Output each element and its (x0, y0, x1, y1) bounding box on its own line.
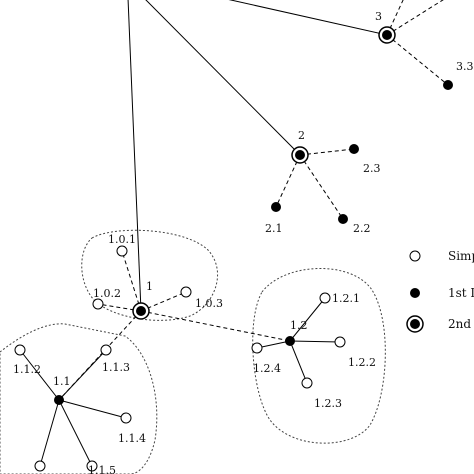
simple-node-n1-1-5 (86, 460, 98, 472)
node-label-n1-1-2: 1.1.2 (13, 363, 41, 376)
node-label-n2-3: 2.3 (363, 162, 381, 175)
edge-n2-n2_3 (299, 148, 355, 156)
legend-second-level-marker (406, 315, 424, 333)
simple-node-n1-2-1 (319, 292, 331, 304)
node-label-n3: 3 (375, 10, 382, 23)
legend-second-level-marker-inner (410, 319, 420, 329)
node-label-n1-2-1: 1.2.1 (332, 292, 360, 305)
first-level-node-n2-2 (338, 214, 348, 224)
legend-first-level-marker (410, 288, 420, 298)
legend-second-level-label: 2nd L (448, 317, 474, 331)
node-label-n1-2-4: 1.2.4 (253, 362, 281, 375)
node-label-n1-2-2: 1.2.2 (348, 356, 376, 369)
first-level-node-n1-1 (54, 395, 64, 405)
edge-n1-n1_0_1 (121, 250, 142, 312)
node-label-n2: 2 (298, 129, 305, 142)
node-label-n1-1-3: 1.1.3 (102, 361, 130, 374)
edge-n1_1-n1_1_x (39, 399, 60, 467)
second-level-node-n1-inner (136, 306, 146, 316)
node-label-n1-0-3: 1.0.3 (195, 297, 223, 310)
edge-top1-n1 (127, 0, 142, 312)
simple-node-n1-0-3 (180, 286, 192, 298)
edge-n1_1-n1_1_3 (58, 349, 107, 401)
legend: Simp 1st L 2nd L (406, 249, 474, 333)
nodes (14, 26, 453, 472)
first-level-node-n3-3 (443, 80, 453, 90)
edge-n1-n1_2 (140, 310, 291, 342)
edge-n1_1-n1_1_5 (58, 399, 93, 467)
node-label-n2-2: 2.2 (353, 222, 371, 235)
second-level-node-n2-inner (295, 150, 305, 160)
edge-n3-n3_3 (386, 34, 449, 86)
edges (19, 0, 449, 467)
simple-node-n1-0-1 (116, 245, 128, 257)
legend-first-level-label: 1st L (448, 286, 474, 300)
edge-n1_1-n1_1_2 (19, 349, 60, 401)
second-level-node-n3-inner (382, 30, 392, 40)
edge-n2-n2_2 (299, 154, 344, 220)
legend-simple-marker (409, 250, 421, 262)
node-label-n2-1: 2.1 (265, 222, 283, 235)
edge-n2-n2_1 (275, 154, 301, 208)
edge-n1_1-n1_1_4 (58, 399, 127, 419)
cluster-boundaries (0, 229, 386, 474)
edge-n1_2-n1_2_1 (289, 297, 326, 342)
edge-n3-top3c (386, 0, 444, 36)
node-label-n1-2: 1.2 (290, 319, 308, 332)
second-level-node-n3 (378, 26, 396, 44)
node-labels: 1 2 3 3.3 2.1 2.2 2.3 1.1 1.2 1.0.1 1.0.2 1.0.3 1.1.… (13, 10, 474, 474)
node-label-n1-0-2: 1.0.2 (93, 287, 121, 300)
cluster-boundary-1-0 (81, 229, 218, 321)
simple-node-n1-0-2 (92, 298, 104, 310)
simple-node-n1-2-3 (301, 377, 313, 389)
node-label-n1-1: 1.1 (53, 375, 71, 388)
simple-node-n1-1-2 (14, 344, 26, 356)
first-level-node-n1-2 (285, 336, 295, 346)
simple-node-n1-2-2 (334, 336, 346, 348)
legend-simple-label: Simp (448, 249, 474, 263)
edge-n1_2-n1_2_2 (289, 340, 341, 343)
first-level-node-n2-1 (271, 202, 281, 212)
cluster-boundary-1-2 (252, 268, 386, 444)
simple-node-n1-2-4 (251, 342, 263, 354)
simple-node-n1-1-3 (100, 344, 112, 356)
edge-top3-n3 (228, 0, 388, 36)
node-label-n1-1-5: 1.1.5 (88, 464, 116, 474)
second-level-node-n1 (132, 302, 150, 320)
edge-top2-n2 (145, 0, 301, 156)
second-level-node-n2 (291, 146, 309, 164)
edge-n1_2-n1_2_3 (289, 340, 308, 384)
first-level-node-n2-3 (349, 144, 359, 154)
node-label-n3-3: 3.3 (456, 60, 474, 73)
node-label-n1-2-3: 1.2.3 (314, 397, 342, 410)
edge-n1_2-n1_2_4 (256, 340, 291, 349)
simple-node-n1-1-4 (120, 412, 132, 424)
node-label-n1: 1 (146, 280, 153, 293)
simple-node-n1-1-x (34, 460, 46, 472)
node-label-n1-1-4: 1.1.4 (118, 432, 146, 445)
node-label-n1-0-1: 1.0.1 (108, 233, 136, 246)
